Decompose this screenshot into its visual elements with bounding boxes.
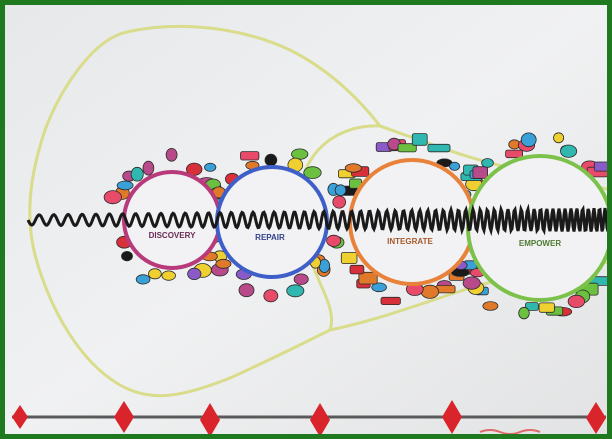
blob-dot	[482, 159, 494, 168]
blob-dot	[450, 162, 460, 170]
blob-dot	[104, 191, 121, 204]
label-discovery: DISCOVERY	[149, 231, 196, 240]
blob-dot	[162, 271, 176, 280]
blob-dot	[216, 259, 231, 268]
blob-rect	[594, 162, 612, 171]
blob-dot	[568, 295, 585, 307]
blob-dot	[335, 185, 346, 196]
blob-rect	[412, 134, 427, 146]
blob-rect	[473, 167, 488, 179]
label-repair: REPAIR	[255, 233, 285, 242]
blob-rect	[381, 297, 400, 304]
blob-dot	[136, 275, 150, 284]
label-integrate: INTEGRATE	[387, 237, 433, 246]
blob-dot	[149, 269, 162, 279]
blob-dot	[521, 133, 536, 147]
blob-dot	[554, 133, 564, 143]
blob-rect	[506, 150, 523, 158]
blob-dot	[117, 181, 133, 190]
blob-dot	[188, 268, 201, 279]
blob-dot	[294, 274, 308, 285]
blob-dot	[327, 235, 341, 246]
blob-dot	[143, 161, 154, 175]
blob-rect	[428, 144, 450, 152]
blob-dot	[519, 307, 530, 319]
blob-dot	[421, 285, 439, 298]
blob-dot	[292, 149, 308, 159]
blob-rect	[341, 253, 357, 264]
label-empower: EMPOWER	[519, 239, 561, 248]
blob-dot	[561, 145, 577, 157]
blob-rect	[350, 265, 364, 274]
blob-dot	[166, 148, 177, 161]
blob-dot	[131, 167, 143, 181]
blob-dot	[463, 277, 480, 289]
blob-dot	[345, 164, 361, 173]
blob-dot	[483, 302, 498, 311]
blob-dot	[264, 290, 278, 302]
blob-dot	[122, 251, 133, 260]
blob-dot	[265, 154, 277, 166]
blob-dot	[239, 284, 254, 297]
blob-dot	[333, 196, 346, 208]
blob-rect	[241, 152, 259, 160]
blob-rect	[539, 303, 554, 312]
blob-dot	[287, 285, 304, 297]
blob-dot	[205, 163, 216, 171]
